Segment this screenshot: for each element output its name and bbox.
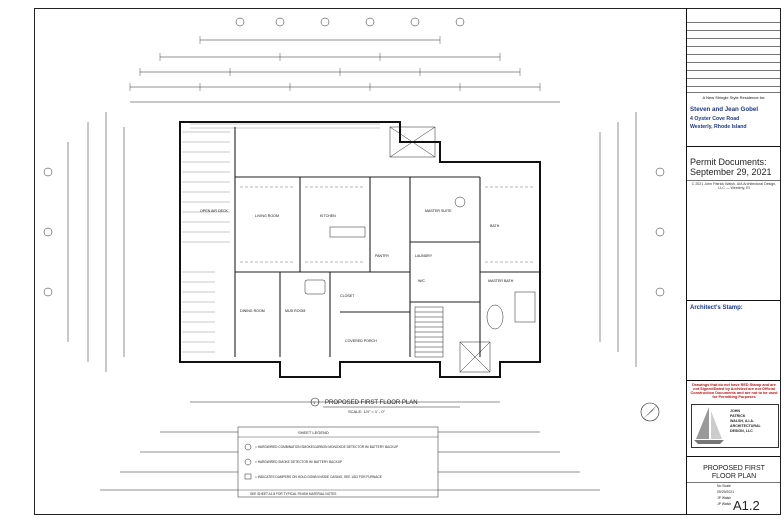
firm-logo: JOHN PATRICK WALSH, A.I.A. ARCHITECTURAL… [691,404,779,448]
copyright-note: C 2021 John Patrick Walsh, AIA Architect… [691,182,777,190]
smoke-detector-icon [244,458,252,466]
legend-item-1: = HARDWIRED COMBINATION SMOKE/CARBON MON… [255,445,398,449]
project-subtitle: A New Shingle Style Residence for: [702,95,766,100]
sheet-title: PROPOSED FIRST FLOOR PLAN [690,465,778,480]
room-label-closet: CLOSET [340,294,355,298]
firm-line-5: DESIGN, LLC [730,429,753,433]
firm-line-4: ARCHITECTURAL [730,424,761,428]
sheet-number: A1.2 [733,498,760,513]
sheet-title-line-1: PROPOSED FIRST [703,465,765,472]
legend-footer: SEE SHEET A1.8 FOR TYPICAL FINISH MATERI… [250,492,336,496]
stamp-warning: Drawings that do not have RED Stamp and … [690,383,778,399]
meta-date: 09/29/2021 [717,490,734,494]
sailboat-logo-icon [694,407,724,444]
firm-line-1: JOHN [730,409,740,413]
meta-checked-by: JP Walsh [717,502,732,506]
room-label-wc: W/C [418,279,425,283]
plan-title-number: 1 [313,400,316,405]
floor-plan-drawing: OPEN AIR DECK DINING ROOM LIVING ROOM KI… [43,17,665,498]
room-label-dining: DINING ROOM [240,309,265,313]
room-label-kitchen: KITCHEN [320,214,336,218]
permit-label: Permit Documents: [690,157,767,167]
meta-drawn-by: JP Walsh [717,496,732,500]
firm-line-2: PATRICK [730,414,746,418]
co-detector-icon [244,443,252,451]
permit-date: September 29, 2021 [690,167,772,177]
sheet-border [34,8,781,515]
sheet-title-line-2: FLOOR PLAN [711,472,757,480]
room-label-pantry: PANTRY [375,254,390,258]
title-block: A New Shingle Style Residence for: Steve… [686,8,781,515]
room-label-mud-room: MUD ROOM [285,309,305,313]
room-label-bath: BATH [490,224,500,228]
firm-line-3: WALSH, A.I.A. [730,419,755,423]
client-name: Steven and Jean Gobel [690,106,759,113]
legend-title: SHEET LEGEND [298,430,329,435]
legend-item-3: = INDICATES DAMPERS ON HOLD DOWN INSIDE … [255,475,382,479]
room-label-master-suite: MASTER SUITE [425,209,452,213]
room-label-laundry: LAUNDRY [415,254,433,258]
room-label-covered-porch: COVERED PORCH [345,339,377,343]
meta-scale: No Scale [717,484,731,488]
plan-scale: SCALE: 1/4" = 1' - 0" [348,409,386,414]
room-label-open-air-deck: OPEN AIR DECK [200,209,229,213]
legend-item-2: = HARDWIRED SMOKE DETECTOR W/ BATTERY BA… [255,460,342,464]
room-label-master-bath: MASTER BATH [488,279,514,283]
architect-stamp-label: Architect's Stamp: [690,305,743,311]
north-arrow-icon [640,402,660,422]
address-line-2: Westerly, Rhode Island [690,124,747,130]
damper-icon [244,473,252,480]
address-line-1: 4 Oyster Cove Road [690,116,740,122]
room-label-living: LIVING ROOM [255,214,279,218]
plan-title: PROPOSED FIRST FLOOR PLAN [325,400,418,406]
